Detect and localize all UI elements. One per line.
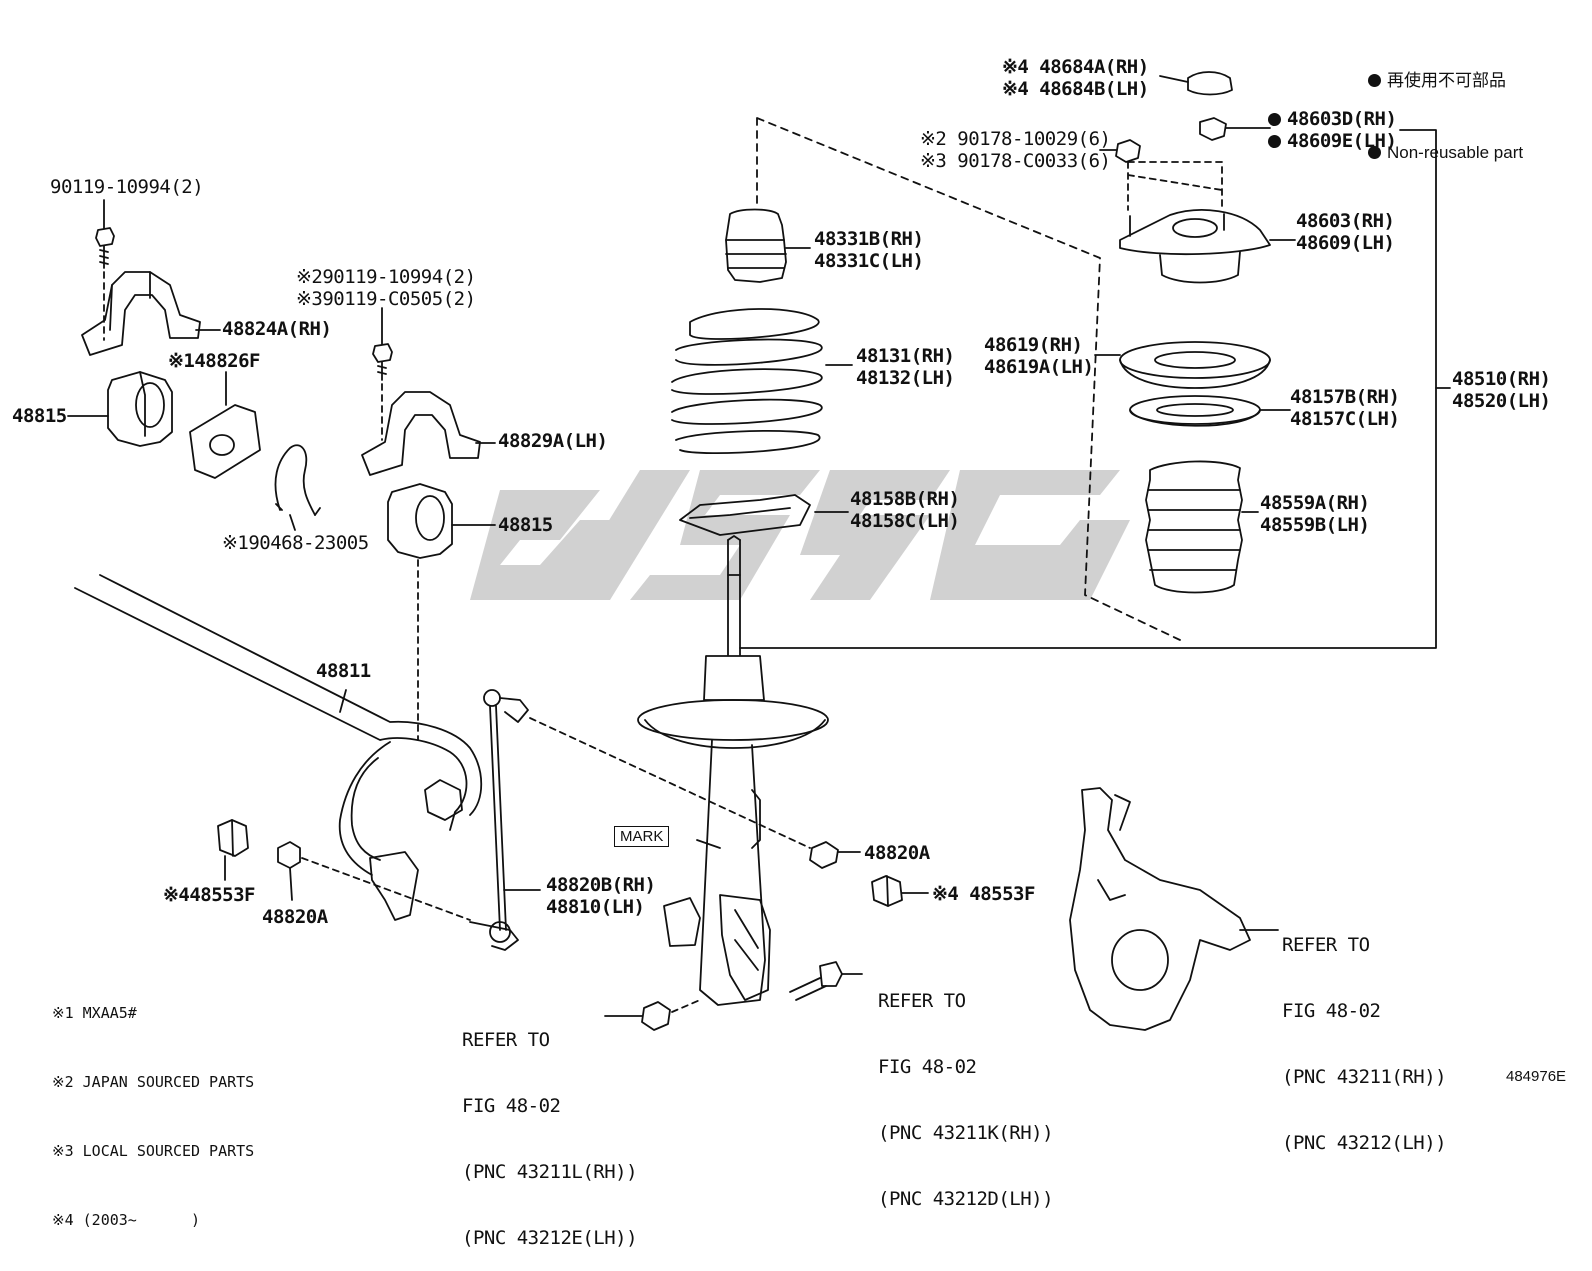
spring-seat-48619 [1094, 341, 1271, 389]
label-48559A: 48559A(RH) [1260, 492, 1370, 514]
bolt-lower [789, 961, 863, 1001]
coil-spring-48131 [671, 308, 853, 455]
label-48829A: 48829A(LH) [498, 430, 608, 452]
label-48158C: 48158C(LH) [850, 510, 960, 532]
dashed-bolt-leaders [1127, 161, 1223, 211]
label-90119-top: 90119-10994(2) [50, 176, 204, 198]
nut-48820A-left [277, 841, 301, 901]
label-48157C: 48157C(LH) [1290, 408, 1400, 430]
clip-90468 [274, 444, 321, 531]
strut-rod [727, 535, 741, 656]
watermark-logo [470, 470, 1130, 600]
dashed-enclosure [756, 117, 1181, 641]
label-48510: 48510(RH) [1452, 368, 1551, 390]
label-48157B: 48157B(RH) [1290, 386, 1400, 408]
label-48820B-rh: 48820B(RH) [546, 874, 656, 896]
label-90178-a: ※2 90178-10029(6) [920, 128, 1111, 150]
reference-right: REFER TO FIG 48-02 (PNC 43211(RH)) (PNC … [1282, 934, 1447, 1154]
nut-48553F-left [217, 819, 249, 881]
label-48609E: 48609E(LH) [1268, 130, 1397, 152]
label-90119-mid-a: ※290119-10994(2) [296, 266, 476, 288]
label-48131: 48131(RH) [856, 345, 955, 367]
leader-dashed [301, 857, 471, 921]
reference-bottom: REFER TO FIG 48-02 (PNC 43211L(RH)) (PNC… [462, 1029, 638, 1249]
footnote-1: ※1 MXAA5# [52, 1004, 137, 1022]
footnote-4: ※4 (2003~ ) [52, 1211, 201, 1229]
label-48553F-right: ※4 48553F [932, 883, 1035, 905]
bracket-48829A [361, 391, 496, 476]
stabilizer-bar-48811 [74, 574, 483, 921]
plate-48826F [189, 371, 261, 479]
label-48331C: 48331C(LH) [814, 250, 924, 272]
assembly-bracket-48510 [739, 129, 1437, 649]
bump-stop-48331 [725, 208, 811, 283]
label-48684B: ※4 48684B(LH) [1002, 78, 1149, 100]
leader-dashed [529, 717, 811, 849]
cap-48684 [1159, 71, 1233, 96]
label-48158B: 48158B(RH) [850, 488, 960, 510]
label-48619: 48619(RH) [984, 334, 1083, 356]
label-48815-left: 48815 [12, 405, 67, 427]
nut-90178 [1099, 139, 1141, 163]
steering-knuckle [1069, 787, 1279, 1031]
footnote-3: ※3 LOCAL SOURCED PARTS [52, 1142, 255, 1160]
dust-boot-48559 [1145, 460, 1259, 594]
bullet-icon [1368, 146, 1381, 159]
bushing-48815-left [67, 371, 173, 447]
label-48553F-left: ※448553F [163, 884, 256, 906]
label-48811: 48811 [316, 660, 371, 682]
bolt-left-top [95, 199, 115, 269]
label-90468: ※190468-23005 [222, 532, 369, 554]
label-48559B: 48559B(LH) [1260, 514, 1370, 536]
legend-line-jp: 再使用不可部品 [1368, 69, 1523, 93]
spring-seat-48157 [1129, 395, 1291, 427]
nut-48820A-right [809, 841, 861, 869]
non-reusable-icon [1268, 113, 1281, 126]
leader-line [696, 839, 721, 849]
exploded-parts-diagram [67, 71, 1451, 1031]
label-48826F: ※148826F [168, 350, 261, 372]
label-48815-mid: 48815 [498, 514, 553, 536]
legend: 再使用不可部品 Non-reusable part [1368, 21, 1523, 189]
bullet-icon [1368, 74, 1381, 87]
label-48820A-left: 48820A [262, 906, 328, 928]
label-90119-mid-b: ※390119-C0505(2) [296, 288, 476, 310]
strut-body [637, 655, 829, 1006]
label-48609: 48609(LH) [1296, 232, 1395, 254]
bushing-48815-mid [387, 483, 496, 559]
label-48810-lh: 48810(LH) [546, 896, 645, 918]
legend-line-en: Non-reusable part [1368, 141, 1523, 165]
label-48824A: 48824A(RH) [222, 318, 332, 340]
label-48520: 48520(LH) [1452, 390, 1551, 412]
bracket-48824A [81, 271, 221, 356]
label-48820A-right: 48820A [864, 842, 930, 864]
reference-mid: REFER TO FIG 48-02 (PNC 43211K(RH)) (PNC… [878, 990, 1054, 1210]
label-48619A: 48619A(LH) [984, 356, 1094, 378]
mark-box: MARK [614, 826, 670, 847]
label-48132: 48132(LH) [856, 367, 955, 389]
footnote-2: ※2 JAPAN SOURCED PARTS [52, 1073, 255, 1091]
label-48684A: ※4 48684A(RH) [1002, 56, 1149, 78]
mount-48603 [1119, 209, 1296, 284]
figure-id: 484976E [1506, 1068, 1567, 1085]
label-90178-b: ※3 90178-C0033(6) [920, 150, 1111, 172]
bolt-middle [372, 307, 393, 381]
nut-48603D [1199, 117, 1271, 141]
leader-dashed [671, 999, 701, 1013]
label-48603D: 48603D(RH) [1268, 108, 1397, 130]
label-48603: 48603(RH) [1296, 210, 1395, 232]
non-reusable-icon [1268, 135, 1281, 148]
footnotes: ※1 MXAA5# ※2 JAPAN SOURCED PARTS ※3 LOCA… [52, 956, 254, 1255]
insulator-48158 [679, 494, 849, 536]
label-48331B: 48331B(RH) [814, 228, 924, 250]
stabilizer-link-48820B [469, 689, 541, 951]
nut-lower [604, 1001, 671, 1031]
nut-48553F-right [871, 875, 929, 907]
